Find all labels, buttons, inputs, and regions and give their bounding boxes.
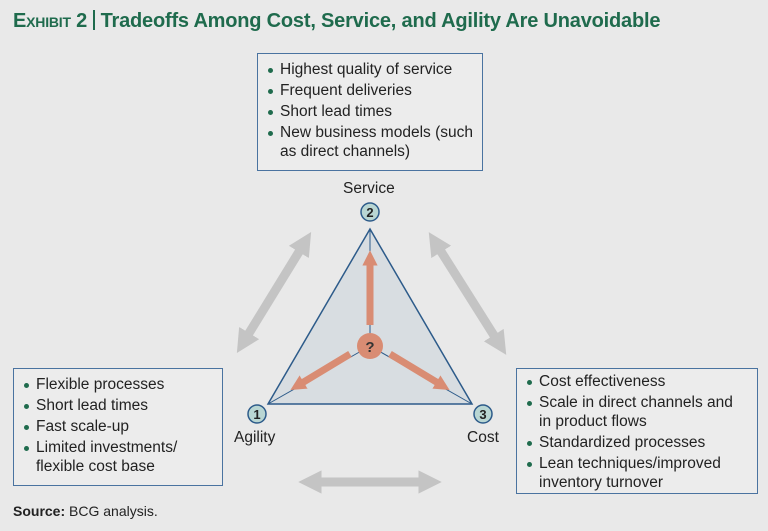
svg-text:2: 2 (366, 205, 373, 220)
orange-arrows (290, 250, 450, 390)
service-item: Frequent deliveries (266, 81, 474, 100)
node-agility: 1 (247, 404, 267, 424)
cost-item: Scale in direct channels and in product … (525, 393, 749, 431)
cost-item: Standardized processes (525, 433, 749, 452)
svg-text:1: 1 (253, 407, 260, 422)
source-label: Source: (13, 503, 66, 519)
exhibit-number: Exhibit 2 (13, 10, 88, 32)
cost-item: Cost effectiveness (525, 372, 749, 391)
agility-item: Short lead times (22, 396, 214, 415)
agility-box: Flexible processes Short lead times Fast… (13, 368, 223, 486)
cost-item: Lean techniques/improved inventory turno… (525, 454, 749, 492)
source-note: Source: BCG analysis. (13, 503, 158, 519)
agility-item: Limited investments/ flexible cost base (22, 438, 214, 476)
center-question: ? (365, 339, 374, 356)
node-cost: 3 (473, 404, 493, 424)
service-item: Short lead times (266, 102, 474, 121)
node-service: 2 (360, 202, 380, 222)
svg-text:3: 3 (479, 407, 486, 422)
title-divider (93, 10, 95, 30)
gray-arrow-service-cost (428, 232, 507, 355)
label-agility: Agility (234, 429, 276, 446)
agility-item: Fast scale-up (22, 417, 214, 436)
service-item: Highest quality of service (266, 60, 474, 79)
center-node (357, 333, 383, 359)
cost-box: Cost effectiveness Scale in direct chann… (516, 368, 758, 494)
service-item: New business models (such as direct chan… (266, 123, 474, 161)
title-text: Tradeoffs Among Cost, Service, and Agili… (100, 10, 661, 32)
label-cost: Cost (467, 429, 499, 446)
label-service: Service (343, 180, 395, 197)
exhibit-title: Exhibit 2 Tradeoffs Among Cost, Service, … (13, 10, 660, 33)
agility-item: Flexible processes (22, 375, 214, 394)
gray-arrow-agility-service (236, 232, 312, 353)
service-box: Highest quality of service Frequent deli… (257, 53, 483, 171)
source-text: BCG analysis. (69, 503, 158, 519)
